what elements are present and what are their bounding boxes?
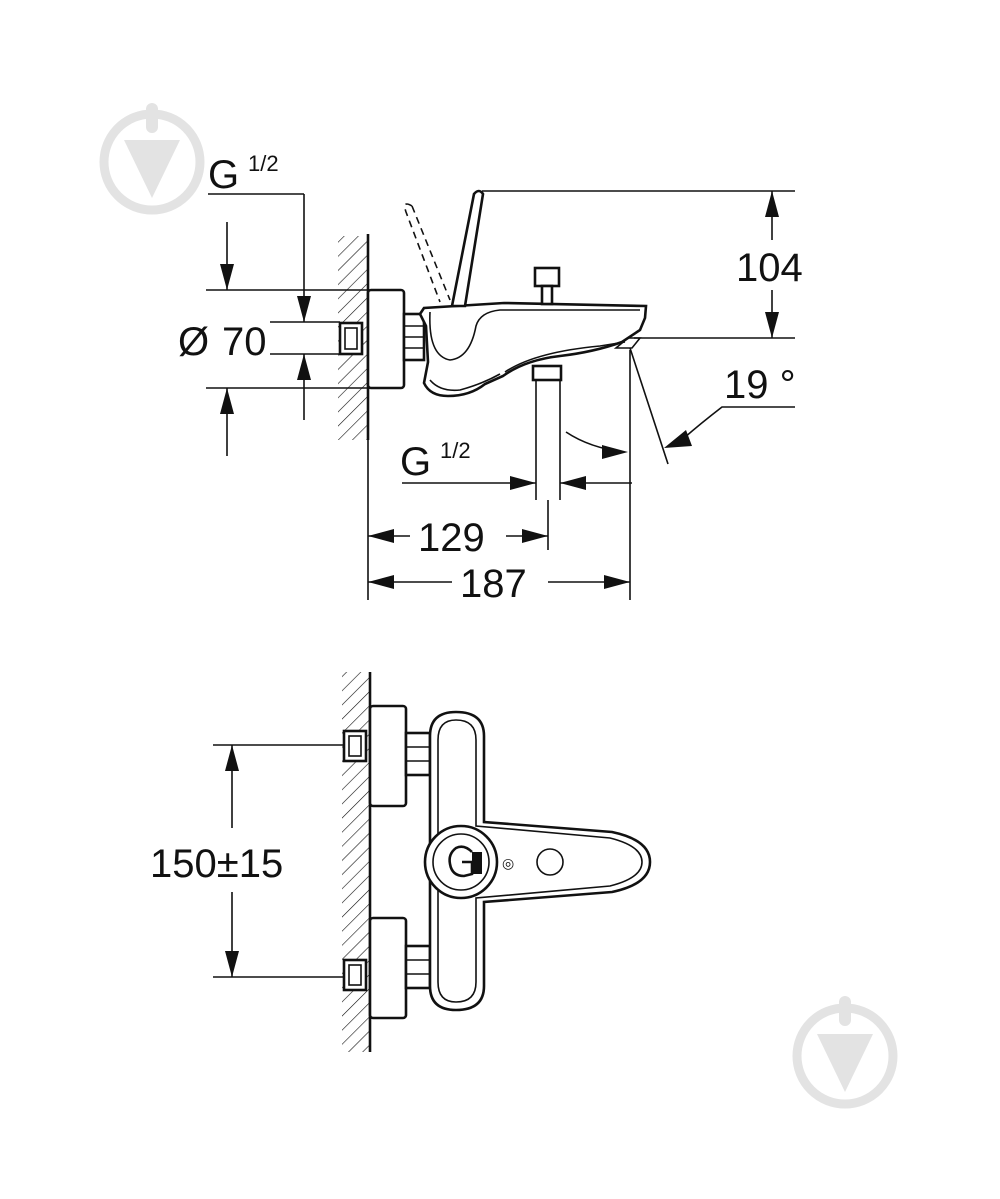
dim-outlet-value: 129 — [418, 516, 485, 560]
diverter-knob — [533, 266, 561, 288]
watermark-logo-bottom — [792, 996, 898, 1109]
wall-rosette — [366, 288, 406, 390]
diverter-button — [536, 848, 564, 876]
front-view: ◎ 150±15 — [150, 672, 652, 1052]
side-view: G 1/2 Ø 70 104 19 ° G 1/2 — [178, 151, 803, 606]
dim-total-value: 187 — [460, 562, 527, 606]
mixer-front-body — [428, 710, 652, 1012]
diameter-value: 70 — [222, 320, 267, 364]
height-value: 104 — [736, 246, 803, 290]
nut-lower — [404, 944, 432, 990]
rosette-upper — [368, 704, 408, 808]
watermark-logo-top — [99, 103, 205, 215]
centre-distance-value: 150±15 — [150, 842, 283, 886]
mixer-body — [418, 301, 648, 398]
handle-knob — [423, 824, 499, 900]
nut-upper — [404, 731, 432, 777]
wall-hatch-front — [342, 672, 370, 1052]
lever-open-position — [404, 203, 451, 303]
thread-fraction-top: 1/2 — [248, 151, 279, 176]
outlet-nut — [531, 364, 563, 382]
thread-label-outlet: G — [400, 440, 431, 484]
diameter-symbol: Ø — [178, 320, 209, 364]
rosette-lower — [368, 916, 408, 1020]
thread-fraction-outlet: 1/2 — [440, 438, 471, 463]
lever-handle — [450, 189, 485, 308]
logo-mark: ◎ — [502, 855, 514, 871]
angle-value: 19 ° — [724, 363, 796, 407]
thread-label-top: G — [208, 153, 239, 197]
